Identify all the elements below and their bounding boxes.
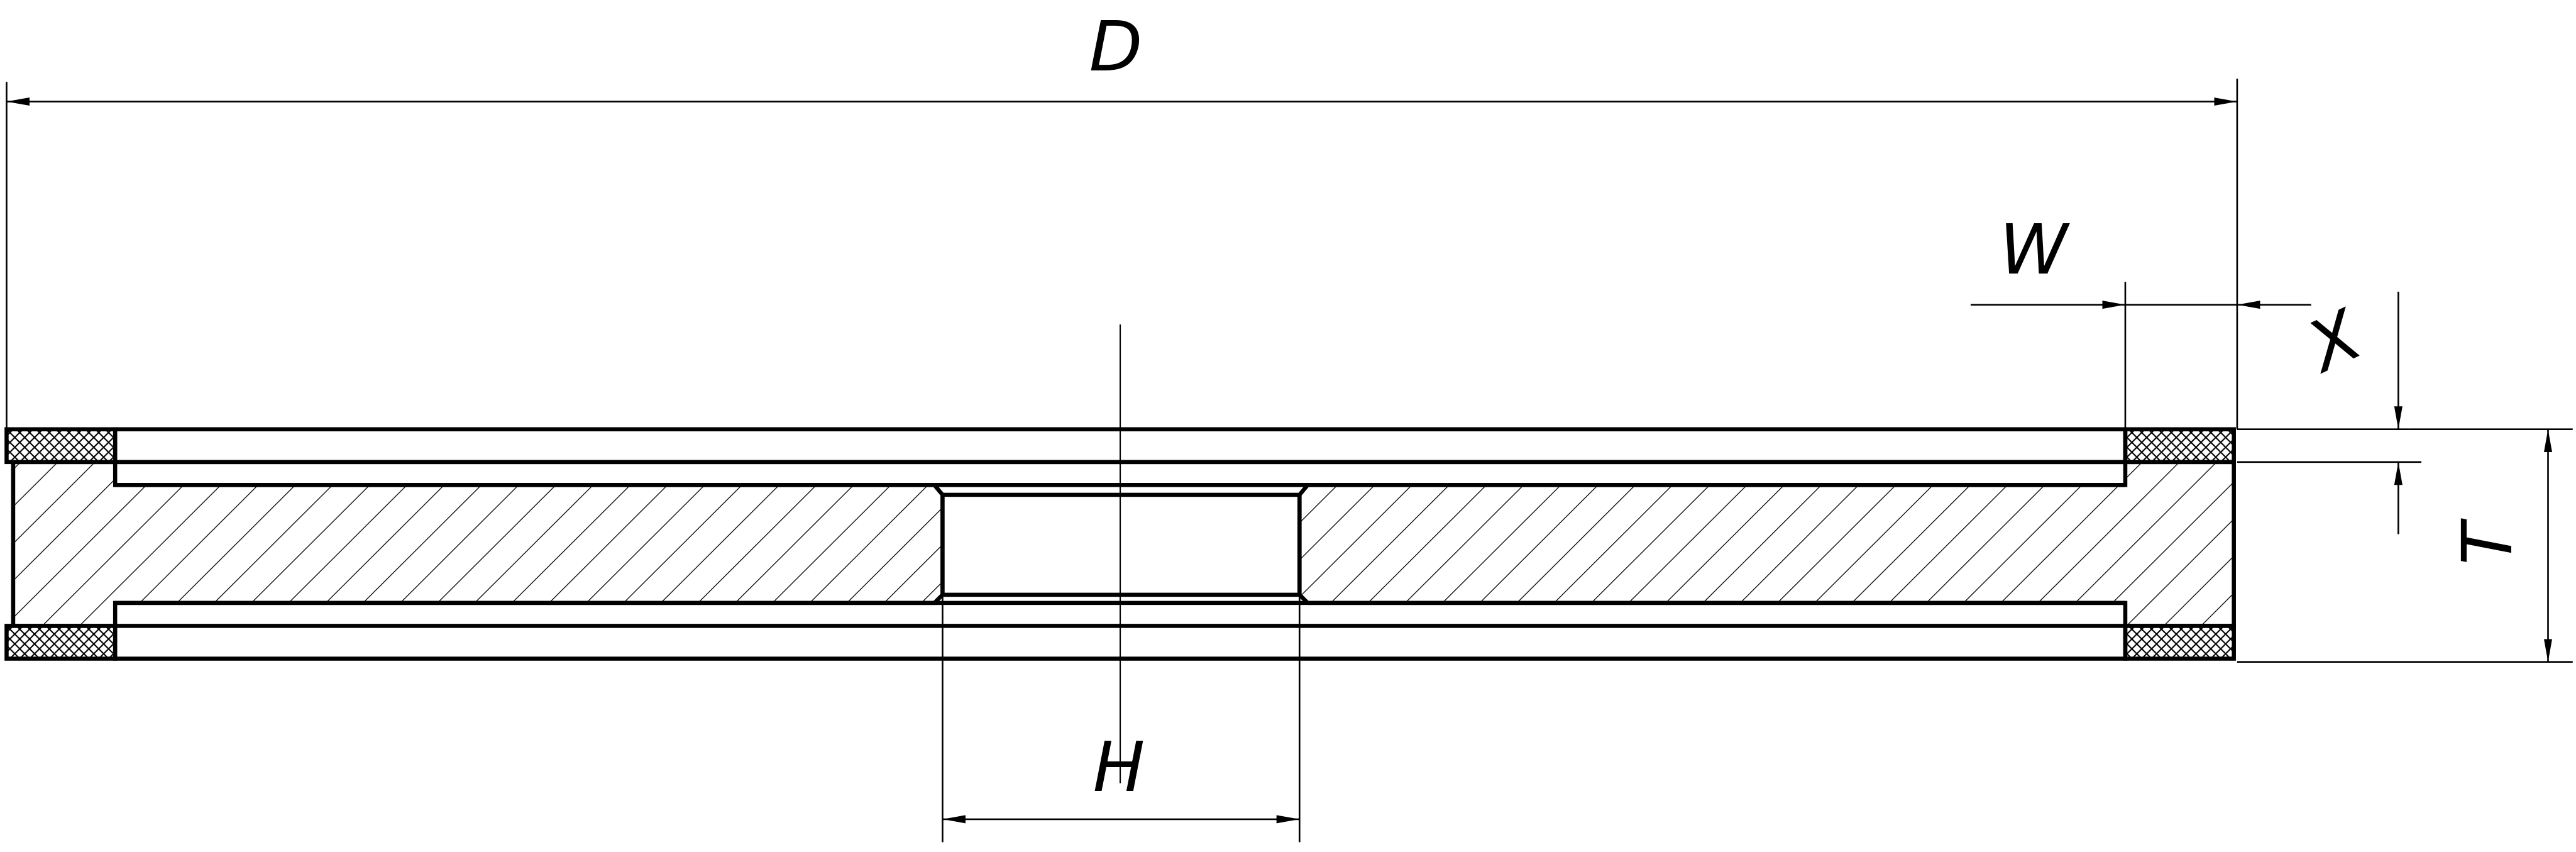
dimension-h <box>942 594 1301 843</box>
rim-segment-top-left <box>4 427 118 465</box>
label-w: W <box>2000 209 2071 290</box>
dimension-w <box>1970 282 2311 429</box>
dimension-d <box>6 79 2238 429</box>
dimension-x <box>2237 291 2422 534</box>
rim-segment-top-right <box>2123 427 2236 465</box>
label-x: X <box>2293 294 2374 389</box>
label-d: D <box>1089 6 1143 87</box>
rim-segment-bottom-right <box>2123 624 2236 661</box>
label-t: T <box>2447 518 2528 565</box>
dimension-t <box>2237 428 2573 663</box>
label-h: H <box>1093 727 1145 807</box>
rim-segment-bottom-left <box>4 624 118 661</box>
